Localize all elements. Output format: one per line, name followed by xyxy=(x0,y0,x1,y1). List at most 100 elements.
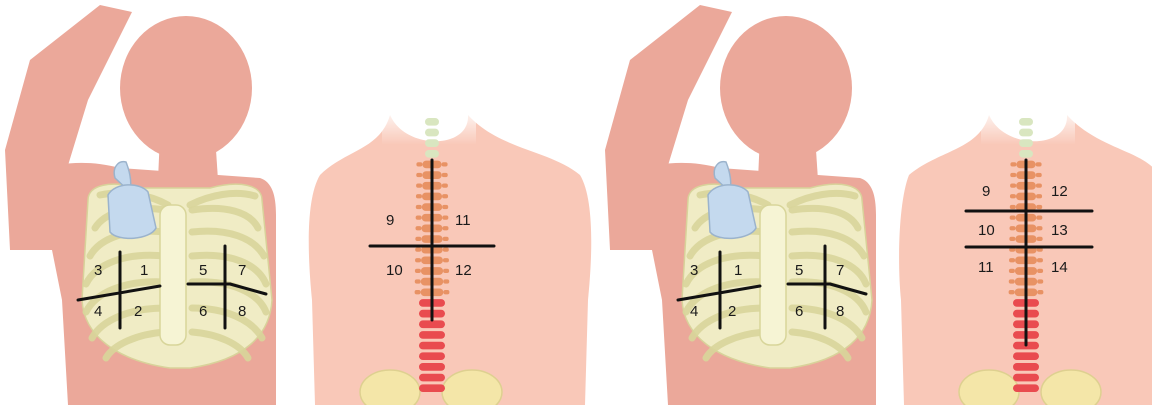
zone-label-11: 11 xyxy=(978,259,994,276)
vertebra xyxy=(419,384,445,392)
vertebra-process xyxy=(416,194,422,198)
vertebra-process xyxy=(416,226,422,230)
vertebra xyxy=(419,352,445,360)
vertebra-process xyxy=(1037,226,1043,230)
vertebra-process xyxy=(416,215,422,219)
vertebra-process xyxy=(1010,194,1016,198)
zone-label-8: 8 xyxy=(836,303,844,320)
vertebra-process xyxy=(442,184,448,188)
vertebra xyxy=(425,118,439,126)
vertebra-process xyxy=(1036,194,1042,198)
vertebra-process xyxy=(442,162,448,166)
vertebra xyxy=(1013,363,1039,371)
zone-label-1: 1 xyxy=(734,262,742,279)
vertebra-process xyxy=(443,226,449,230)
vertebra-process xyxy=(1010,162,1016,166)
vertebra-process xyxy=(415,237,421,241)
vertebra xyxy=(419,342,445,350)
vertebra-process xyxy=(415,279,421,283)
vertebra xyxy=(1013,352,1039,360)
vertebra-process xyxy=(443,258,449,262)
vertebra-process xyxy=(1036,162,1042,166)
vertebra xyxy=(1013,374,1039,382)
zone-label-5: 5 xyxy=(795,262,803,279)
vertebra-process xyxy=(1010,226,1016,230)
zone-label-3: 3 xyxy=(690,262,698,279)
vertebra-process xyxy=(1036,205,1042,209)
vertebra xyxy=(1019,118,1033,126)
zone-label-14: 14 xyxy=(1051,259,1068,276)
vertebra xyxy=(1019,150,1033,158)
vertebra-process xyxy=(416,205,422,209)
zone-label-12: 12 xyxy=(1051,183,1068,200)
zone-label-4: 4 xyxy=(94,303,102,320)
vertebra-process xyxy=(415,269,421,273)
vertebra-process xyxy=(442,215,448,219)
vertebra-process xyxy=(1010,173,1016,177)
vertebra-process xyxy=(1037,237,1043,241)
vertebra-process xyxy=(443,237,449,241)
zone-label-11: 11 xyxy=(455,212,471,229)
zone-label-2: 2 xyxy=(134,303,142,320)
vertebra-process xyxy=(1037,290,1043,294)
zone-label-9: 9 xyxy=(386,212,394,229)
vertebra-process xyxy=(415,290,421,294)
front-chest-figure xyxy=(5,5,276,405)
vertebra-process xyxy=(415,247,421,251)
vertebra-process xyxy=(443,290,449,294)
vertebra-process xyxy=(1037,269,1043,273)
back-figure xyxy=(309,105,592,405)
vertebra-process xyxy=(1009,290,1015,294)
vertebra xyxy=(419,363,445,371)
vertebra-process xyxy=(442,173,448,177)
vertebra-process xyxy=(416,184,422,188)
vertebra-process xyxy=(443,269,449,273)
vertebra-process xyxy=(416,162,422,166)
panel-scheme-12: 1 2 3 4 5 6 7 8 9 10 11 12 xyxy=(5,5,591,405)
vertebra xyxy=(425,150,439,158)
vertebra xyxy=(419,374,445,382)
vertebra-process xyxy=(1009,258,1015,262)
vertebra-process xyxy=(1037,258,1043,262)
vertebra-process xyxy=(1037,279,1043,283)
vertebra-process xyxy=(1010,184,1016,188)
zone-label-2: 2 xyxy=(728,303,736,320)
vertebra-process xyxy=(1036,215,1042,219)
vertebra-process xyxy=(1010,215,1016,219)
vertebra-process xyxy=(1009,279,1015,283)
zone-label-13: 13 xyxy=(1051,222,1068,239)
zone-label-10: 10 xyxy=(978,222,995,239)
front-chest-figure xyxy=(605,5,876,405)
zone-label-7: 7 xyxy=(238,262,246,279)
zone-label-5: 5 xyxy=(199,262,207,279)
vertebra-process xyxy=(443,247,449,251)
vertebra xyxy=(1013,384,1039,392)
zone-label-12: 12 xyxy=(455,262,472,279)
vertebra xyxy=(1019,139,1033,147)
vertebra xyxy=(419,331,445,339)
zone-label-6: 6 xyxy=(199,303,207,320)
vertebra-process xyxy=(416,173,422,177)
vertebra xyxy=(419,320,445,328)
vertebra-process xyxy=(442,194,448,198)
zone-label-3: 3 xyxy=(94,262,102,279)
vertebra-process xyxy=(1036,173,1042,177)
zone-label-10: 10 xyxy=(386,262,403,279)
zone-label-6: 6 xyxy=(795,303,803,320)
zone-label-4: 4 xyxy=(690,303,698,320)
panel-scheme-14: 1 2 3 4 5 6 7 8 9 10 11 12 13 14 xyxy=(605,5,1152,405)
vertebra-process xyxy=(415,258,421,262)
vertebra xyxy=(425,139,439,147)
zone-label-7: 7 xyxy=(836,262,844,279)
vertebra-process xyxy=(1036,184,1042,188)
vertebra-process xyxy=(1010,205,1016,209)
vertebra-process xyxy=(443,279,449,283)
vertebra xyxy=(425,129,439,137)
vertebra-process xyxy=(442,205,448,209)
zone-label-8: 8 xyxy=(238,303,246,320)
vertebra-process xyxy=(1009,237,1015,241)
zone-label-9: 9 xyxy=(982,183,990,200)
zone-label-1: 1 xyxy=(140,262,148,279)
vertebra xyxy=(1019,129,1033,137)
